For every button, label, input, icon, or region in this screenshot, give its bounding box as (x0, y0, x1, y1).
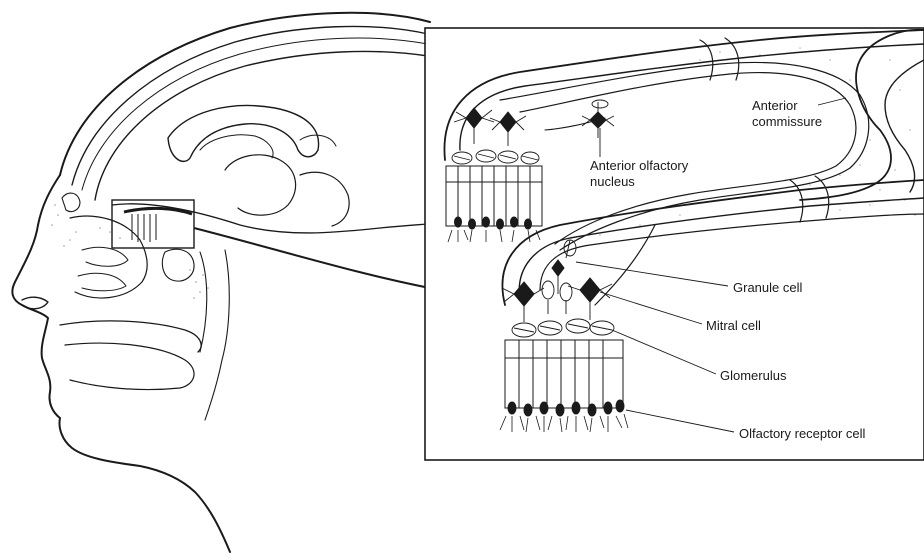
frontal-sinus (62, 193, 80, 212)
face-profile (12, 175, 230, 552)
head-sagittal-section (12, 13, 430, 552)
nasal-cavity (70, 216, 147, 298)
label-anterior-commissure: Anterior commissure (752, 98, 822, 130)
sinus (162, 249, 194, 281)
nasal-turbinate-1 (82, 247, 128, 266)
label-glomerulus: Glomerulus (720, 368, 786, 384)
nasal-turbinate-2 (78, 273, 126, 291)
olfactory-bulb-inset-marker (112, 200, 194, 248)
label-granule-cell: Granule cell (733, 280, 802, 296)
label-anterior-olfactory-line1: Anterior olfactory (590, 158, 688, 174)
corpus-callosum (168, 106, 319, 162)
thalamus (225, 155, 296, 215)
label-anterior-olfactory-nucleus: Anterior olfactory nucleus (590, 158, 688, 190)
brain-outline (95, 51, 428, 200)
label-anterior-commissure-line2: commissure (752, 114, 822, 130)
label-olfactory-receptor-cell: Olfactory receptor cell (739, 426, 865, 442)
label-mitral-cell: Mitral cell (706, 318, 761, 334)
throat-back (205, 250, 229, 420)
skull-inner-outline (82, 38, 428, 190)
tongue (65, 343, 194, 389)
throat (200, 252, 207, 352)
palate (60, 321, 201, 352)
label-anterior-commissure-line1: Anterior (752, 98, 822, 114)
brainstem (300, 172, 349, 226)
label-anterior-olfactory-line2: nucleus (590, 174, 688, 190)
